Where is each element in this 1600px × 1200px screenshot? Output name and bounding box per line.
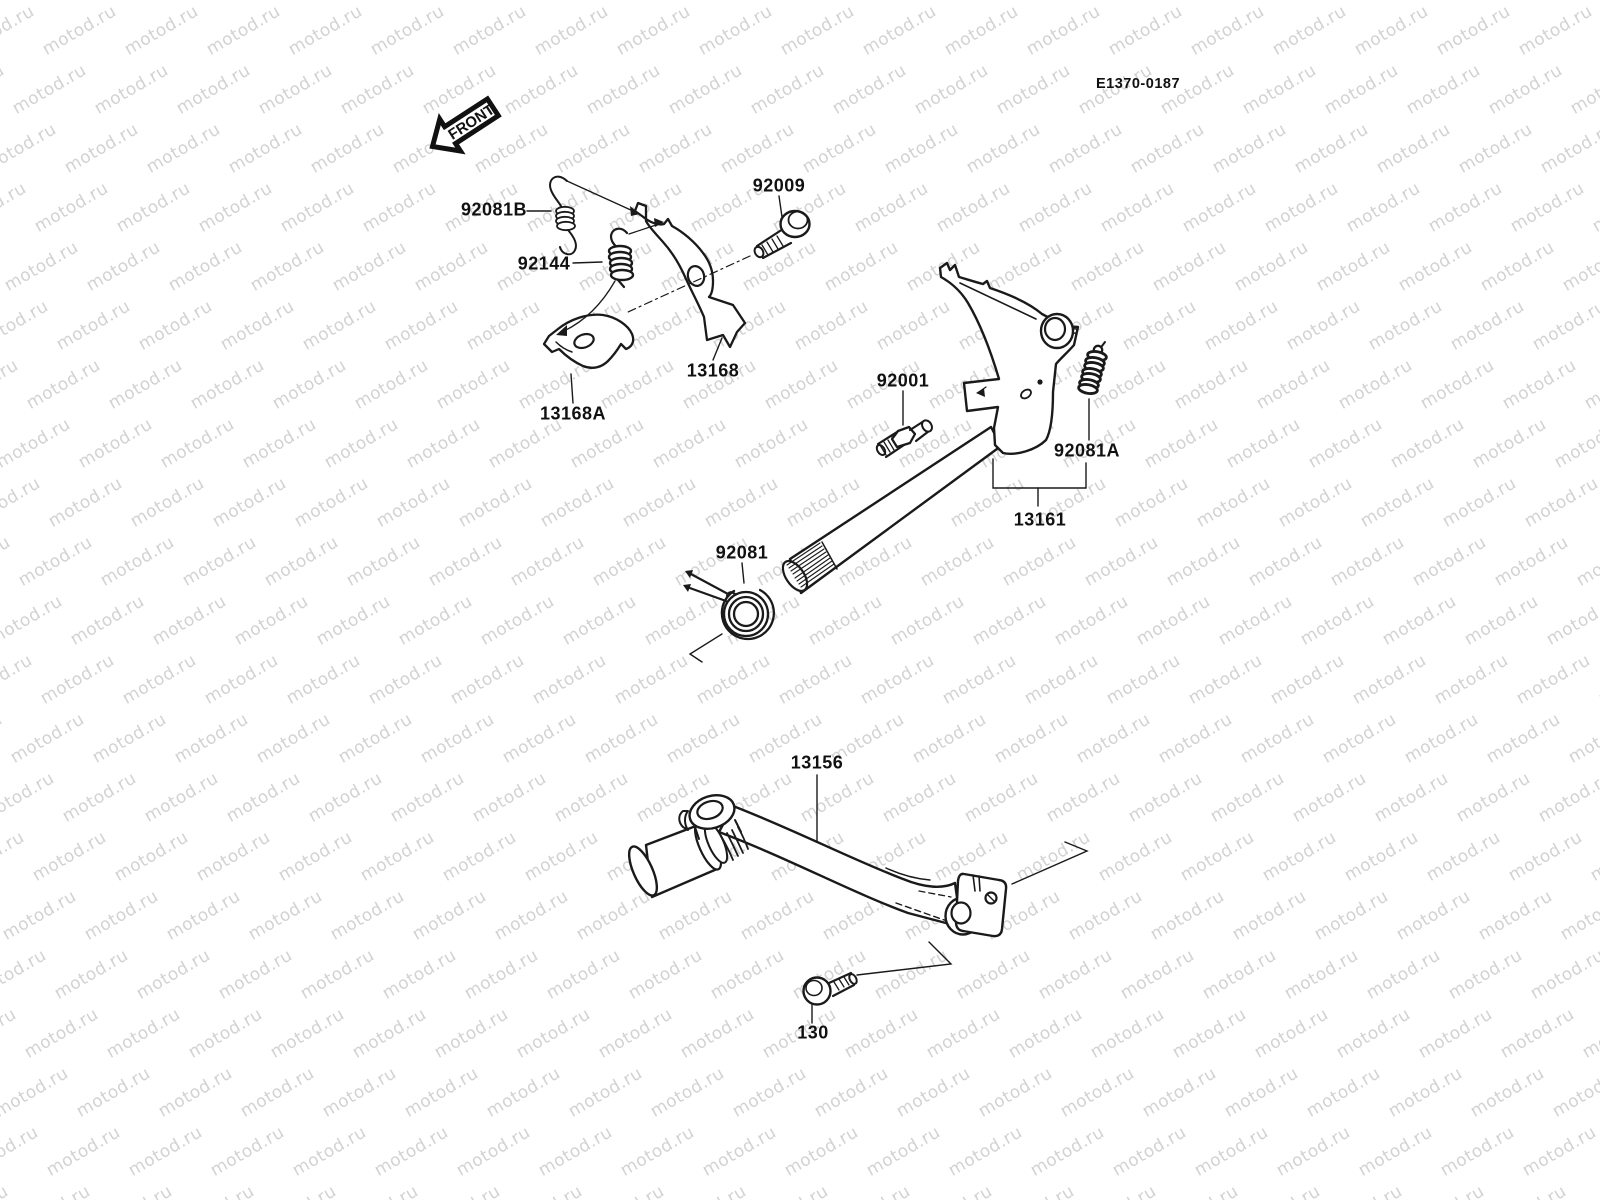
leader-lines [526, 195, 1090, 1024]
torsion-spring-92081 [683, 570, 776, 641]
front-arrow: FRONT [429, 95, 502, 155]
bolt-92009 [753, 209, 811, 260]
pedal-13156 [627, 794, 963, 929]
diagram-code: E1370-0187 [1096, 76, 1181, 92]
spring-92081b [549, 175, 578, 256]
pedal-clamp [944, 872, 1008, 938]
spring-92081a [1077, 341, 1108, 395]
bolt-130 [802, 971, 858, 1006]
lever-13168 [633, 201, 747, 349]
bolt-92001 [875, 419, 933, 459]
assembly-indicator-lines [556, 180, 751, 336]
spring-92144 [607, 227, 635, 289]
shift-shaft-13161 [781, 261, 1080, 595]
pawl-13168a [542, 313, 635, 369]
